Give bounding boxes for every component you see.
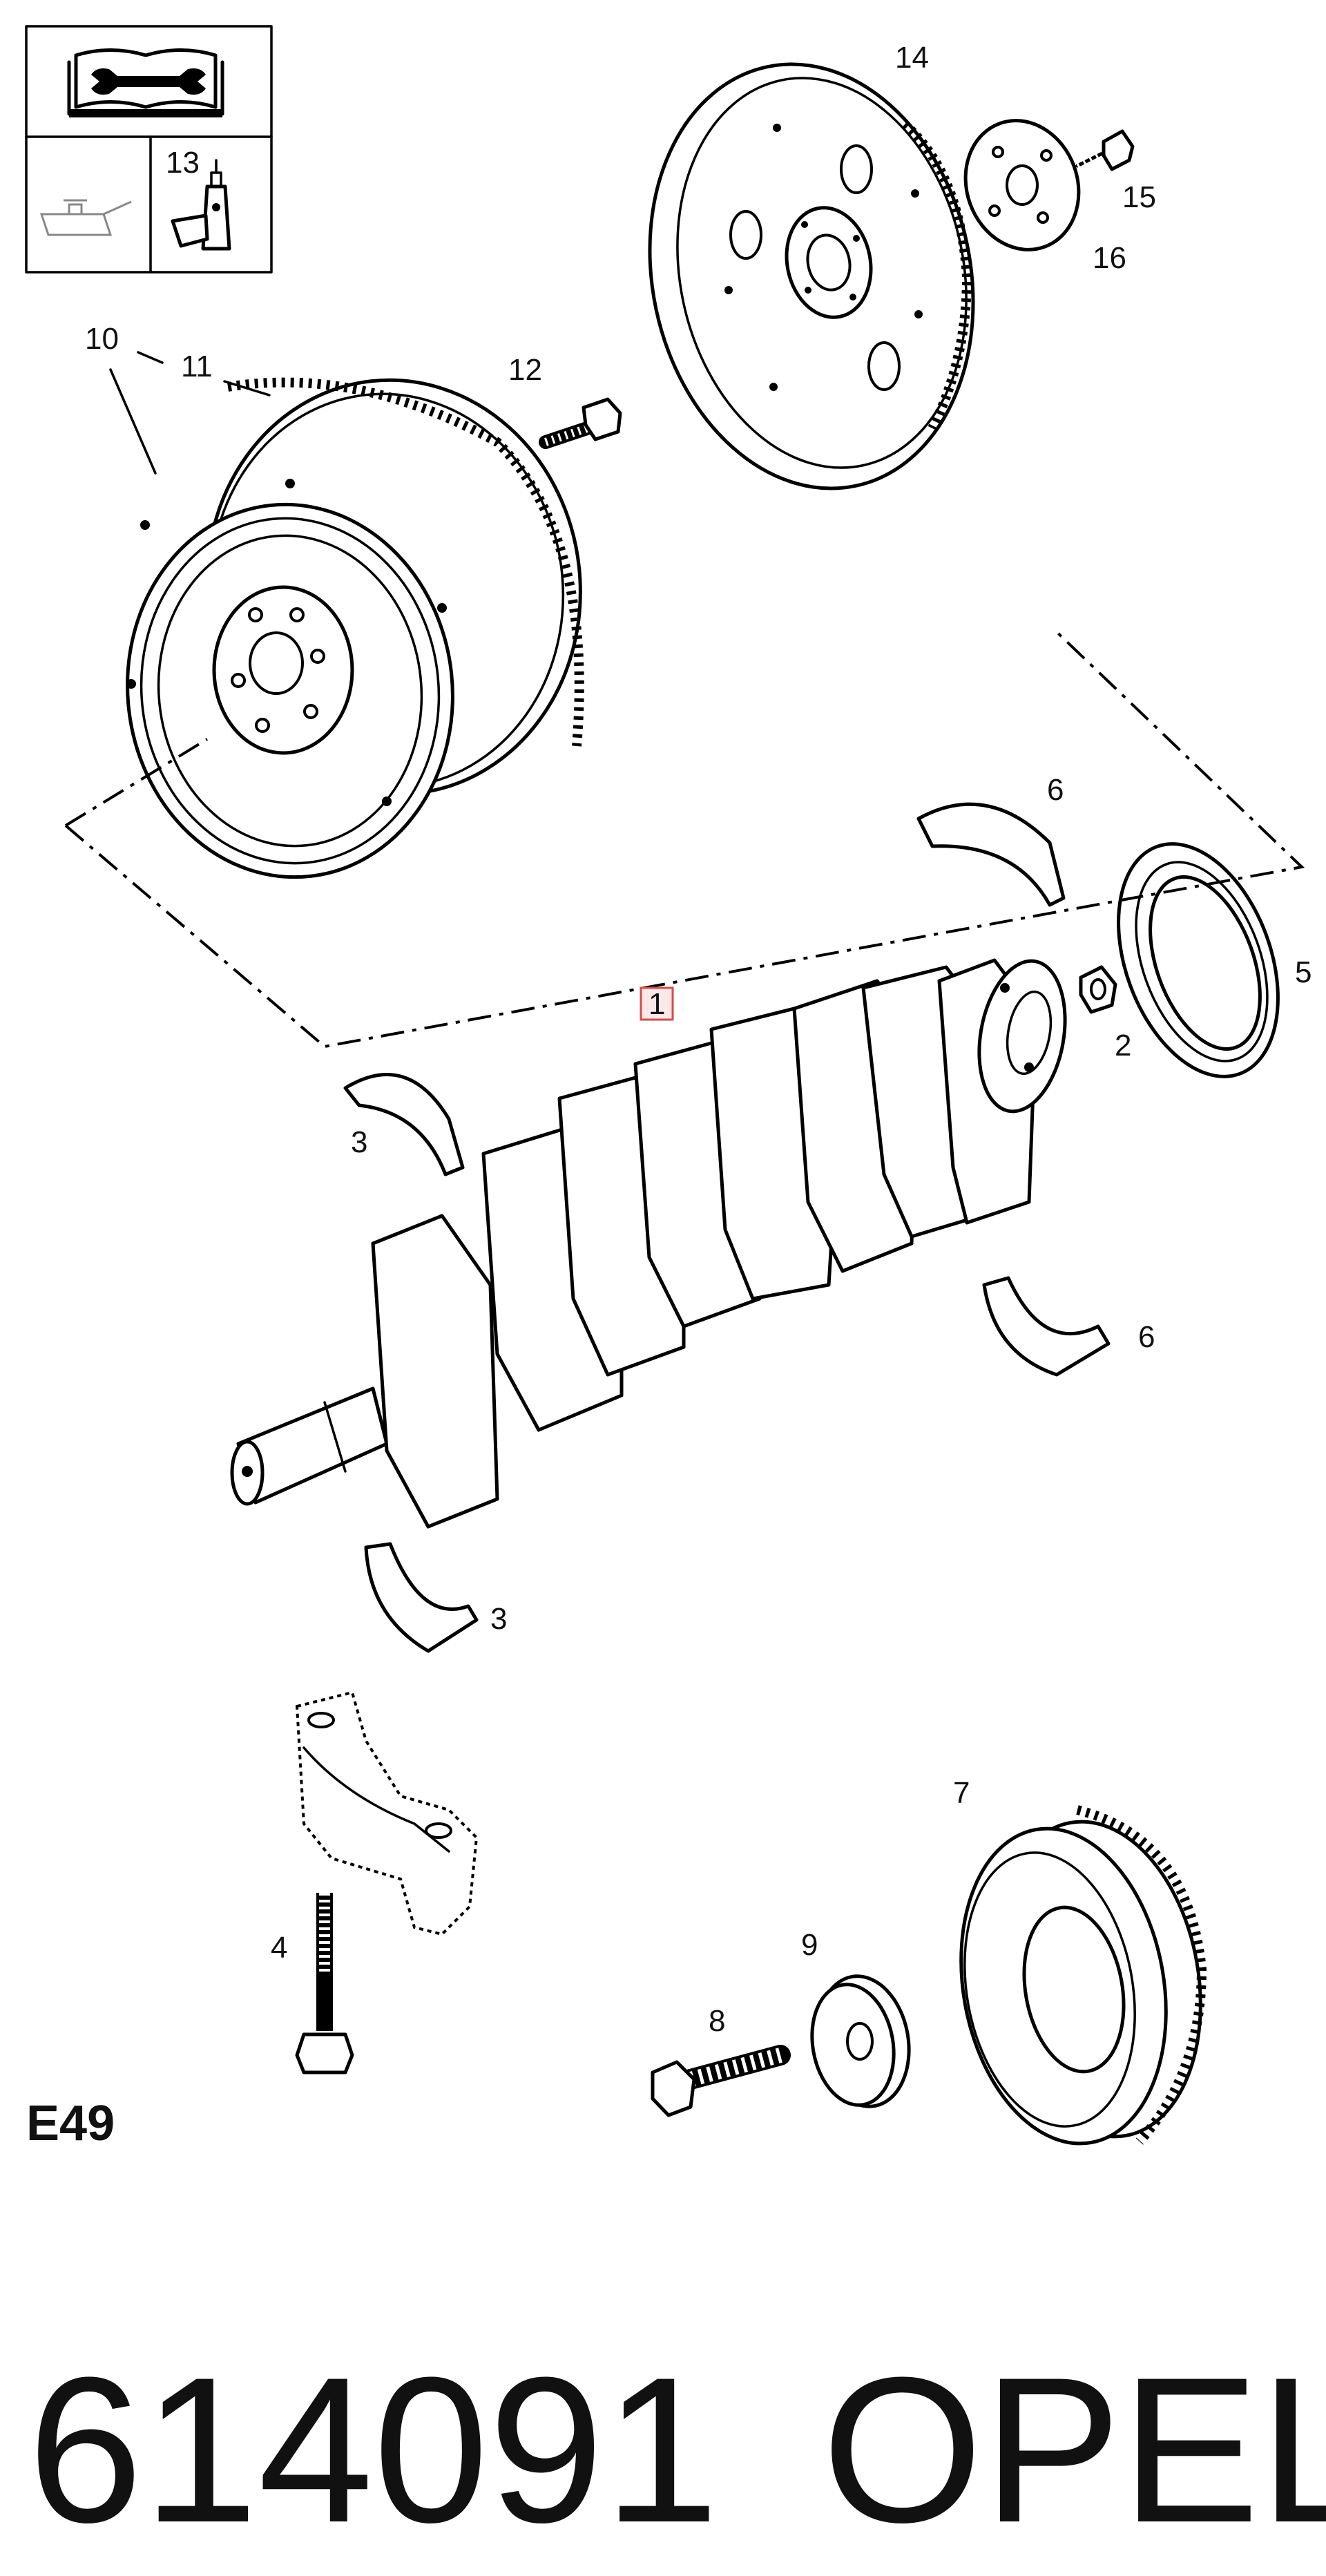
bolt-12 (539, 397, 622, 449)
callout-12: 12 (508, 353, 542, 387)
sealant-tube-icon (171, 159, 231, 251)
callout-13: 13 (166, 146, 200, 180)
part-number: 614091 (28, 2334, 719, 2566)
callout-11: 11 (181, 350, 213, 383)
oil-can-icon (39, 199, 132, 236)
callout-2: 2 (1115, 1029, 1131, 1062)
bearing-shell-3-lower (364, 1542, 479, 1653)
callout-1: 1 (648, 987, 665, 1021)
manual-wrench-icon (67, 48, 224, 117)
assembly-boundary (64, 627, 1305, 1049)
callout-3b: 3 (490, 1602, 507, 1636)
bolt-4 (295, 1893, 354, 2074)
callout-16: 16 (1093, 241, 1126, 275)
flywheel-10-11 (126, 377, 584, 879)
callout-7: 7 (953, 1776, 970, 1810)
section-code: E49 (26, 2096, 115, 2151)
crankshaft-1 (230, 958, 1067, 1529)
bearing-shell-3-upper (343, 1073, 465, 1176)
bearing-shell-6-lower (982, 1276, 1111, 1377)
rear-seal-5 (1117, 842, 1280, 1078)
callout-3a: 3 (351, 1125, 367, 1159)
callout-8: 8 (709, 2004, 725, 2038)
highlight-box (640, 986, 674, 1021)
bolt-15 (1075, 129, 1135, 171)
brand-name: OPEL (822, 2334, 1326, 2566)
callout-9: 9 (801, 1928, 818, 1962)
pulley-7 (959, 1805, 1207, 2146)
callout-15: 15 (1122, 180, 1156, 214)
bearing-shell-6-upper (916, 802, 1066, 907)
callout-4: 4 (271, 1931, 287, 1965)
washer-9 (810, 1974, 911, 2108)
callout-6a: 6 (1047, 773, 1064, 807)
pilot-bearing-2 (1079, 965, 1117, 1014)
legend-icon-box: 13 (25, 25, 273, 274)
bolt-8 (651, 2045, 791, 2117)
callout-6b: 6 (1138, 1320, 1155, 1354)
bearing-cap (295, 1690, 479, 1936)
callout-5: 5 (1295, 955, 1311, 989)
callout-14: 14 (895, 41, 929, 75)
flexplate-14 (648, 62, 975, 490)
retaining-plate (963, 119, 1081, 251)
callout-10: 10 (85, 322, 119, 356)
